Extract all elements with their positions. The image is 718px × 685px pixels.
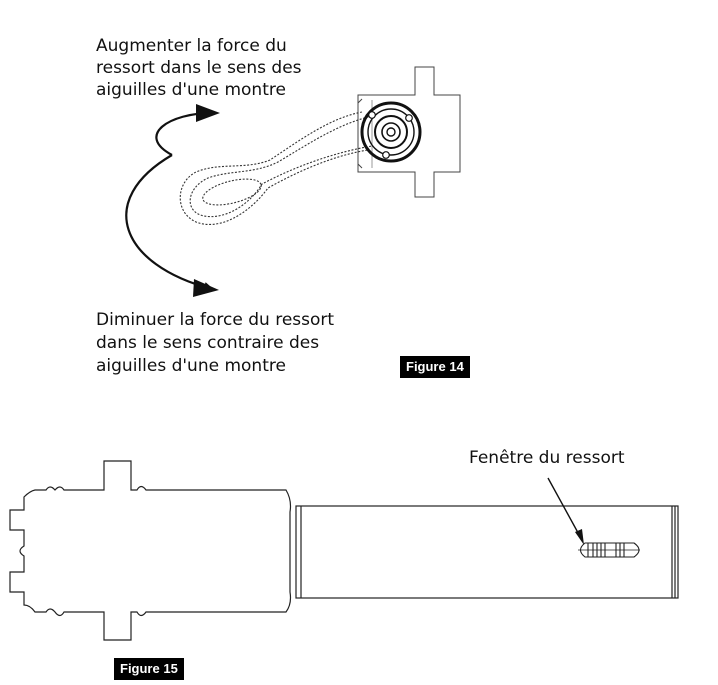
actuator-body-outline: [9, 460, 292, 641]
decrease-force-text-line2: dans le sens contraire des: [96, 333, 320, 353]
increase-force-text-line1: Augmenter la force du: [96, 36, 287, 56]
spring-window-callout: Fenêtre du ressort: [469, 448, 625, 468]
window-callout-arrowhead: [575, 529, 584, 545]
increase-force-text-line2: ressort dans le sens des: [96, 58, 302, 78]
adjustment-nut: [360, 101, 422, 163]
figure-15-label: Figure 15: [114, 658, 184, 680]
figure-14-label: Figure 14: [400, 356, 470, 378]
spring-cylinder: [295, 505, 679, 599]
clockwise-arrowhead: [196, 104, 220, 122]
spring-housing-end: [357, 66, 461, 198]
decrease-force-text-line1: Diminuer la force du ressort: [96, 310, 335, 330]
counterclockwise-arrow: [125, 154, 214, 292]
window-callout-leader: [547, 477, 583, 541]
spring-window: [578, 542, 640, 558]
clockwise-arrow: [155, 108, 214, 156]
rotation-arrows: [125, 108, 214, 292]
increase-force-text-line3: aiguilles d'une montre: [96, 80, 286, 100]
counterclockwise-arrowhead: [193, 279, 219, 297]
adjustment-wrench: [179, 111, 373, 225]
decrease-force-text-line3: aiguilles d'une montre: [96, 356, 286, 376]
